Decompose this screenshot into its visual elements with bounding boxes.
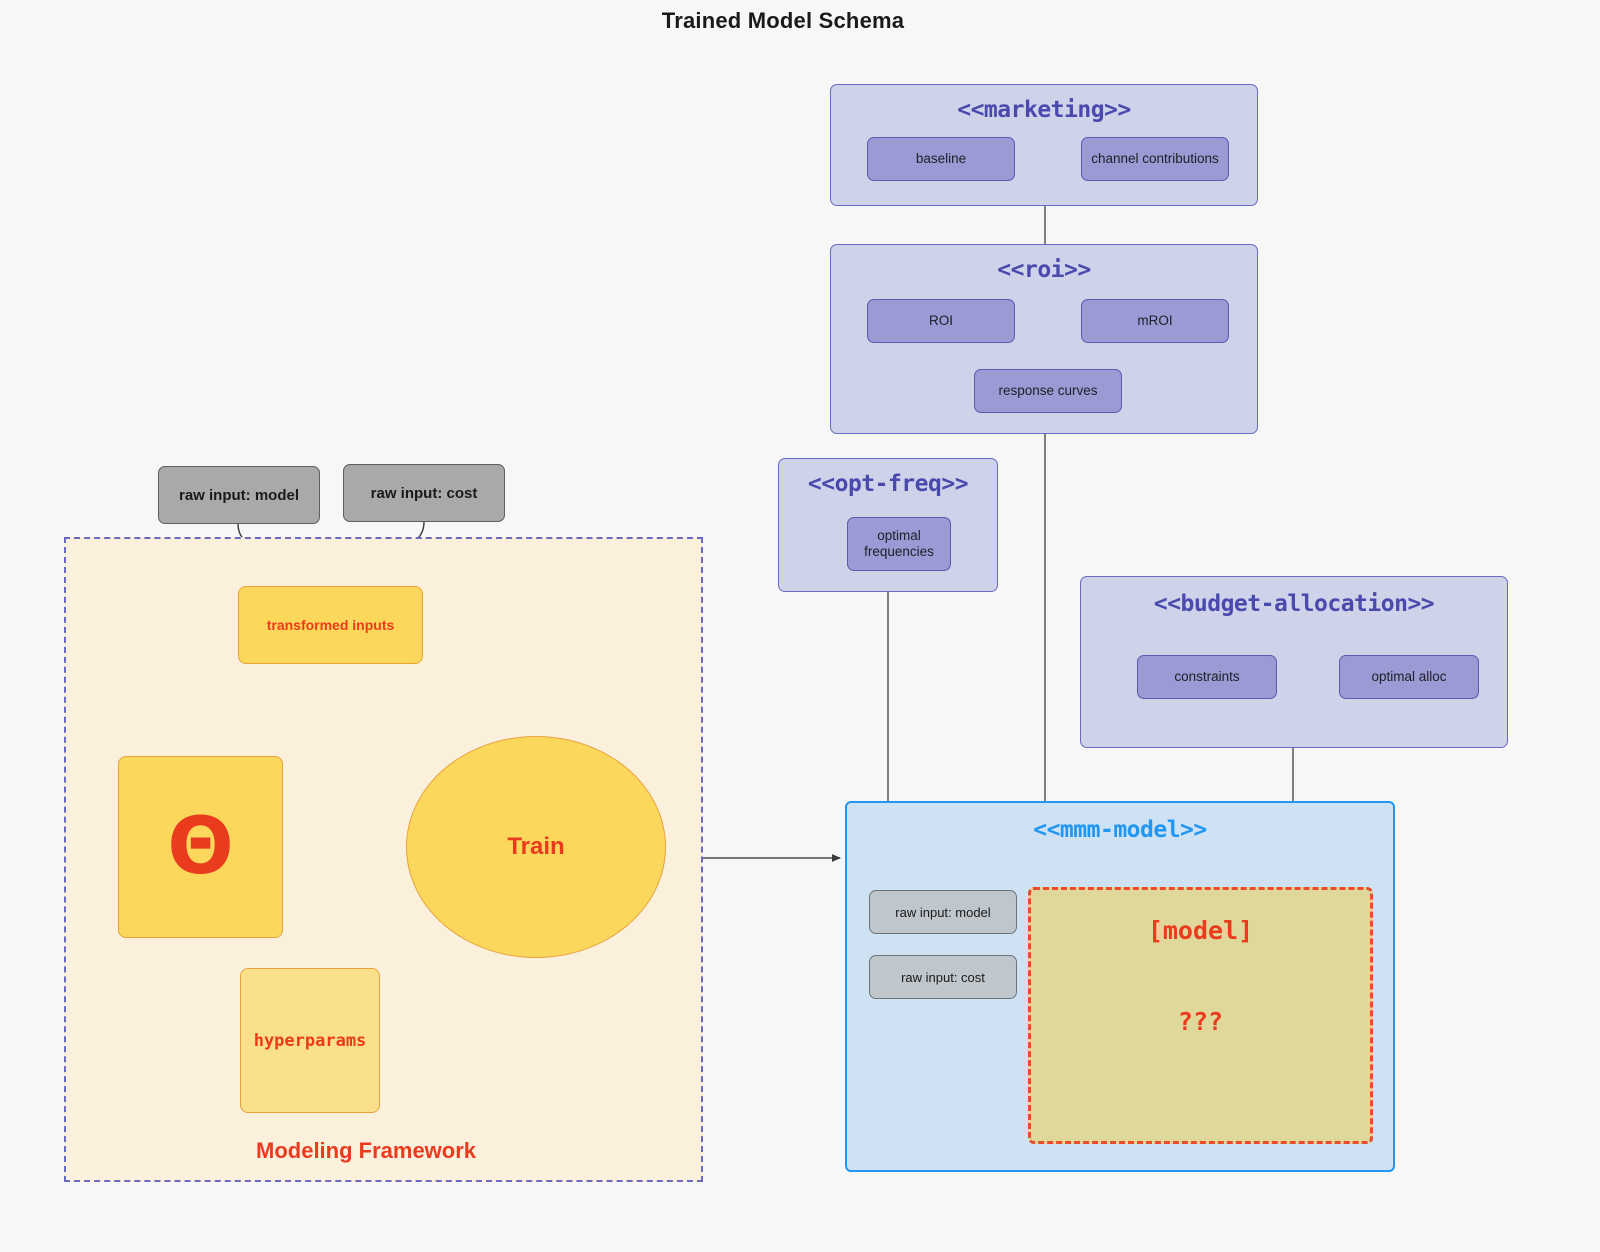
package-marketing[interactable]: <<marketing>> baseline channel contribut… xyxy=(830,84,1258,206)
hyperparams-label: hyperparams xyxy=(253,1030,367,1051)
node-constraints[interactable]: constraints xyxy=(1129,647,1277,699)
node-baseline[interactable]: baseline xyxy=(859,129,1015,181)
package-roi[interactable]: <<roi>> ROI mROI response curves xyxy=(830,244,1258,434)
node-baseline-label: baseline xyxy=(915,151,967,167)
package-marketing-title: <<marketing>> xyxy=(957,97,1131,123)
node-optimal-alloc[interactable]: optimal alloc xyxy=(1331,647,1479,699)
model-placeholder-title: [model] xyxy=(1147,916,1254,945)
node-optimal-alloc-label: optimal alloc xyxy=(1371,669,1447,685)
train-node[interactable]: Train xyxy=(406,736,666,958)
hyperparams-card[interactable]: hyperparams xyxy=(232,960,380,1113)
node-mroi[interactable]: mROI xyxy=(1073,291,1229,343)
node-response-curves-label: response curves xyxy=(998,383,1098,399)
page-title: Trained Model Schema xyxy=(661,8,905,33)
node-mroi-label: mROI xyxy=(1137,313,1173,329)
package-mmm-model[interactable]: <<mmm-model>> raw input: model raw input… xyxy=(845,801,1395,1172)
model-placeholder-unknown: ??? xyxy=(1177,1007,1224,1036)
raw-input-cost-label: raw input: cost xyxy=(370,484,478,502)
package-budget-allocation-title: <<budget-allocation>> xyxy=(1153,591,1435,617)
transformed-inputs-label: transformed inputs xyxy=(266,617,395,633)
theta-symbol: Θ xyxy=(167,802,234,892)
theta-card[interactable]: Θ xyxy=(110,748,283,938)
node-channel-contributions-label: channel contributions xyxy=(1091,151,1219,167)
package-roi-title: <<roi>> xyxy=(997,257,1091,283)
node-constraints-label: constraints xyxy=(1174,669,1240,685)
node-roi-label: ROI xyxy=(928,313,953,329)
package-budget-allocation[interactable]: <<budget-allocation>> constraints optima… xyxy=(1080,576,1508,748)
mmm-raw-input-cost[interactable]: raw input: cost xyxy=(861,947,1017,999)
raw-input-model-card[interactable]: raw input: model xyxy=(150,458,320,524)
mmm-raw-input-model-label: raw input: model xyxy=(895,904,991,920)
package-mmm-model-title: <<mmm-model>> xyxy=(1033,817,1207,843)
mmm-raw-input-model[interactable]: raw input: model xyxy=(861,882,1017,934)
model-placeholder-box[interactable]: [model] ??? xyxy=(1028,887,1373,1144)
node-optimal-frequencies-label-line2: frequencies xyxy=(864,544,934,559)
package-opt-freq-title: <<opt-freq>> xyxy=(807,471,969,497)
raw-input-cost-card[interactable]: raw input: cost xyxy=(335,456,505,522)
train-label: Train xyxy=(507,833,565,860)
modeling-framework-label: Modeling Framework xyxy=(256,1138,477,1163)
node-optimal-frequencies-label-line1: optimal xyxy=(877,528,921,544)
node-response-curves[interactable]: response curves xyxy=(966,361,1122,413)
raw-input-model-label: raw input: model xyxy=(179,486,299,504)
mmm-raw-input-cost-label: raw input: cost xyxy=(901,969,985,985)
package-opt-freq[interactable]: <<opt-freq>> optimal frequencies xyxy=(778,458,998,592)
node-channel-contributions[interactable]: channel contributions xyxy=(1073,129,1229,181)
transformed-inputs-card[interactable]: transformed inputs xyxy=(230,578,423,664)
node-optimal-frequencies[interactable]: optimal frequencies xyxy=(839,509,951,571)
node-roi[interactable]: ROI xyxy=(859,291,1015,343)
